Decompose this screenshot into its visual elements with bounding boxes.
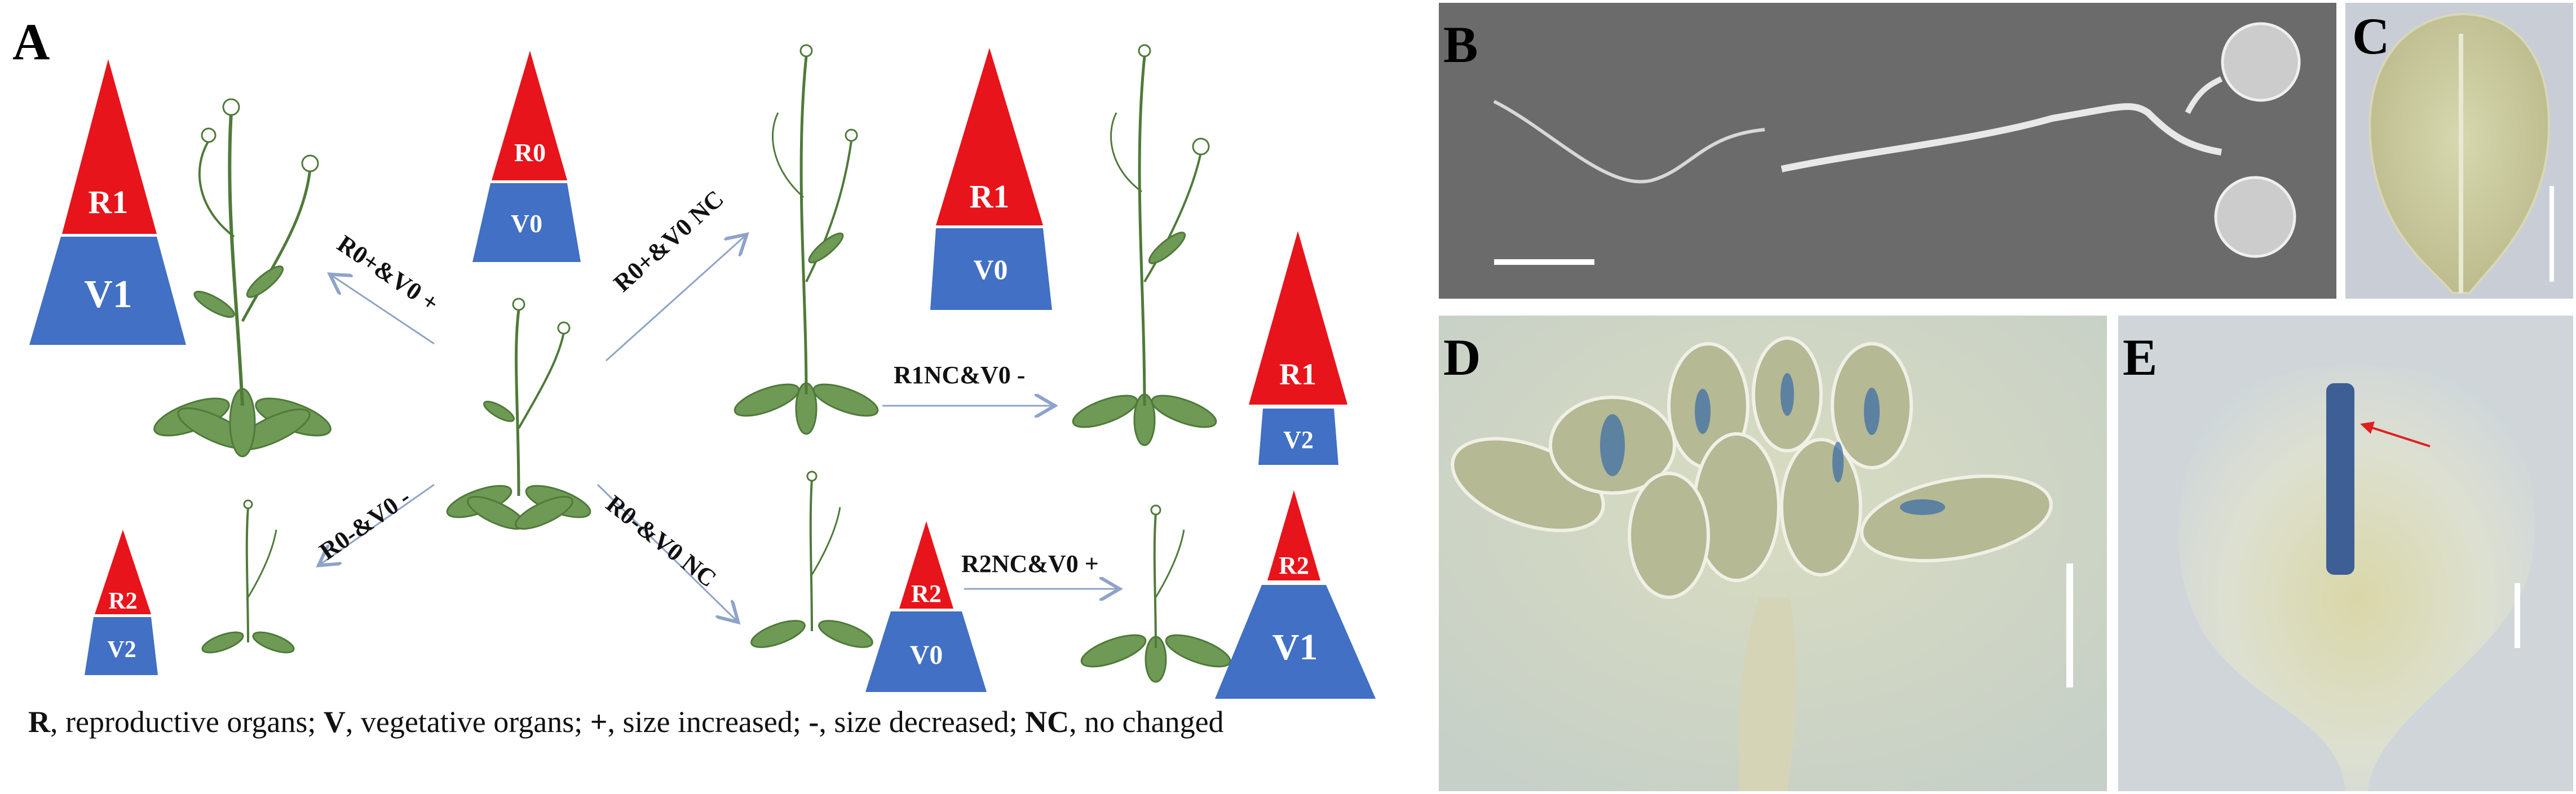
root-shape: [1493, 100, 1765, 184]
caption-r: R: [28, 705, 50, 739]
cotyledon-shape: [2221, 22, 2301, 102]
pyramid-r1-v1-left: R1 V1: [29, 59, 186, 345]
pyramid-vegetative: [1258, 409, 1338, 465]
scale-bar: [2066, 564, 2073, 687]
plant-illustration-bottom-middle: [750, 471, 873, 648]
pyramid-reproductive: [936, 48, 1043, 225]
panel-b: B: [1439, 3, 2336, 299]
red-arrow: [2366, 425, 2431, 447]
pyramid-top-label: R1: [89, 184, 129, 220]
caption-minus: -: [808, 705, 819, 739]
pyramid-top-label: R2: [911, 580, 942, 607]
arrow-down-right: [596, 484, 736, 620]
plant-illustration-bottom-right: [1080, 504, 1231, 683]
pyramid-reproductive: [1249, 231, 1347, 405]
pyramid-bottom-label: V2: [107, 637, 136, 663]
caption-v-text: , vegetative organs;: [345, 705, 590, 739]
arrows: [321, 237, 1116, 620]
scale-bar: [1494, 259, 1594, 265]
scale-bar: [2550, 186, 2554, 282]
panel-label-a: A: [12, 13, 50, 70]
arrow-label-up-right: R0+&V0 NC: [608, 185, 729, 298]
plant-illustration-large-left: [153, 98, 332, 458]
pyramid-reproductive: [492, 51, 567, 180]
pyramid-reproductive: [62, 59, 157, 234]
arrow-label-right-top: R1NC&V0 -: [894, 361, 1025, 389]
pyramid-r2-v2-bottom-left: R2 V2: [85, 530, 158, 675]
caption-plus-text: , size increased;: [607, 705, 809, 739]
pyramid-top-label: R1: [970, 178, 1010, 215]
pyramid-bottom-label: V1: [1272, 627, 1318, 668]
panel-e: E: [2118, 316, 2573, 791]
caption-v: V: [323, 705, 346, 739]
arrow-up-left: [333, 276, 435, 345]
caption-plus: +: [590, 705, 608, 739]
stem-shape: [1738, 597, 1796, 791]
pyramid-vegetative: [930, 228, 1052, 310]
pyramid-reproductive: [899, 521, 953, 609]
plant-illustration-top-middle: [734, 44, 879, 435]
scale-bar: [2515, 583, 2520, 648]
pyramid-r2-v1-bottom-right: R2 V1: [1215, 490, 1376, 699]
arrow-label-down-right: R0-&V0 NC: [601, 490, 722, 592]
pyramid-vegetative: [472, 183, 581, 262]
pyramid-reproductive: [95, 530, 151, 614]
pyramid-r1-v2-far-right: R1 V2: [1249, 231, 1347, 465]
pyramid-bottom-label: V2: [1283, 426, 1314, 454]
pyramid-vegetative: [29, 237, 186, 345]
organ-shape: [2178, 364, 2535, 791]
caption-nc: NC: [1025, 705, 1070, 739]
cotyledon-shape: [2214, 176, 2296, 258]
gus-staining: [1600, 373, 1945, 515]
pyramid-bottom-label: V0: [910, 640, 943, 670]
pyramid-r1-v0-top-right: R1 V0: [930, 48, 1052, 310]
panel-label-b: B: [1443, 16, 1478, 73]
pyramid-bottom-label: V1: [84, 273, 132, 316]
pyramid-top-label: R0: [514, 138, 546, 167]
pyramid-top-label: R1: [1279, 357, 1316, 391]
caption-r-text: , reproductive organs;: [50, 705, 324, 739]
arrow-label-right-bottom: R2NC&V0 +: [961, 550, 1099, 578]
panel-c: C: [2345, 3, 2573, 299]
arrow-down-left: [321, 484, 435, 564]
arrow-label-up-left: R0+&V0 +: [332, 230, 444, 317]
panel-label-c: C: [2352, 7, 2389, 65]
pyramid-vegetative: [1215, 585, 1376, 699]
panel-label-d: D: [1443, 329, 1481, 386]
panel-label-e: E: [2123, 329, 2157, 386]
plant-illustration-top-right: [1072, 44, 1217, 446]
pyramid-r0-v0-top: R0 V0: [472, 51, 581, 262]
pyramid-vegetative: [865, 611, 987, 692]
figure-caption: R, reproductive organs; V, vegetative or…: [28, 704, 1438, 739]
pyramid-vegetative: [85, 617, 158, 675]
arrow-label-down-left: R0-&V0 -: [315, 483, 416, 565]
pyramid-bottom-label: V0: [511, 209, 542, 238]
plant-illustration-center: [446, 298, 591, 530]
pyramid-top-label: R2: [1279, 552, 1309, 579]
pyramid-bottom-label: V0: [973, 254, 1008, 285]
plant-illustration-small-left: [201, 499, 295, 654]
pyramid-top-label: R2: [108, 588, 137, 614]
arrow-up-right: [605, 237, 744, 362]
hypocotyl-shape: [1780, 103, 2222, 172]
caption-nc-text: , no changed: [1069, 705, 1224, 739]
pyramid-r2-v0-bottom-middle: R2 V0: [865, 521, 987, 692]
gus-staining-stripe: [2326, 383, 2354, 575]
pyramid-reproductive: [1267, 490, 1320, 580]
caption-minus-text: , size decreased;: [819, 705, 1026, 739]
panel-d: D: [1439, 316, 2107, 791]
